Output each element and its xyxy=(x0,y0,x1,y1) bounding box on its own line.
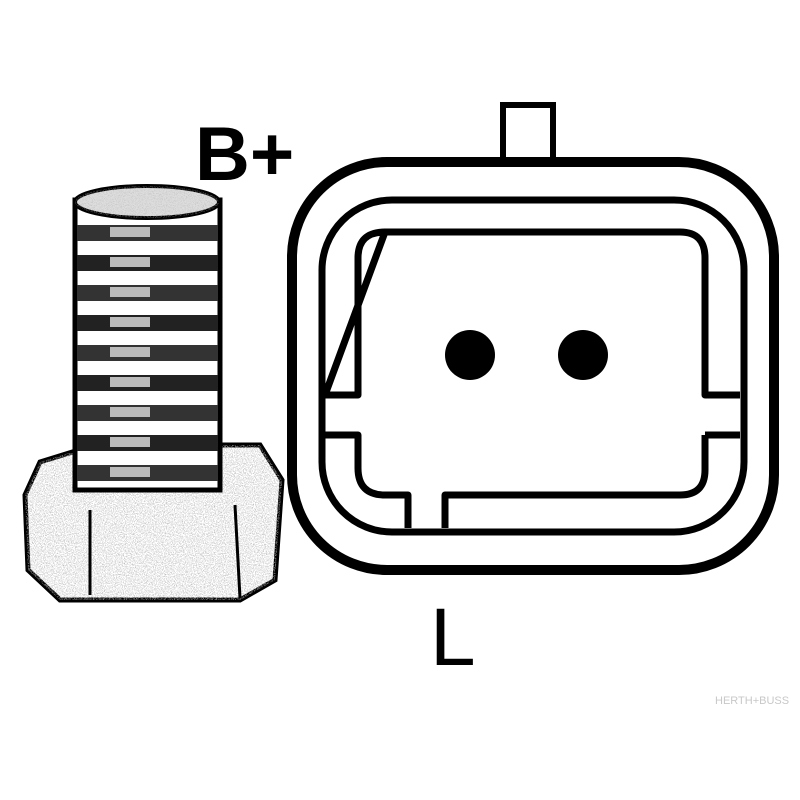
pin-right xyxy=(558,330,608,380)
label-b-plus: B+ xyxy=(195,112,294,197)
label-l: L xyxy=(430,592,476,683)
thread-highlight xyxy=(110,407,150,417)
pin-left xyxy=(445,330,495,380)
thread-highlight xyxy=(110,347,150,357)
thread-highlight xyxy=(110,257,150,267)
bolt-terminal xyxy=(22,184,285,603)
connector-tab xyxy=(500,102,556,168)
thread-highlight xyxy=(110,437,150,447)
watermark: HERTH+BUSS xyxy=(715,695,789,707)
connector-socket xyxy=(287,102,779,575)
thread-highlight xyxy=(110,227,150,237)
thread-highlight xyxy=(110,467,150,477)
thread-highlight xyxy=(110,287,150,297)
thread-highlight xyxy=(110,377,150,387)
connector-inner-wall xyxy=(318,196,748,536)
thread-highlight xyxy=(110,317,150,327)
connector-outer-shell xyxy=(287,157,779,575)
thread-rings xyxy=(77,225,218,481)
connector-cavity xyxy=(321,228,740,528)
